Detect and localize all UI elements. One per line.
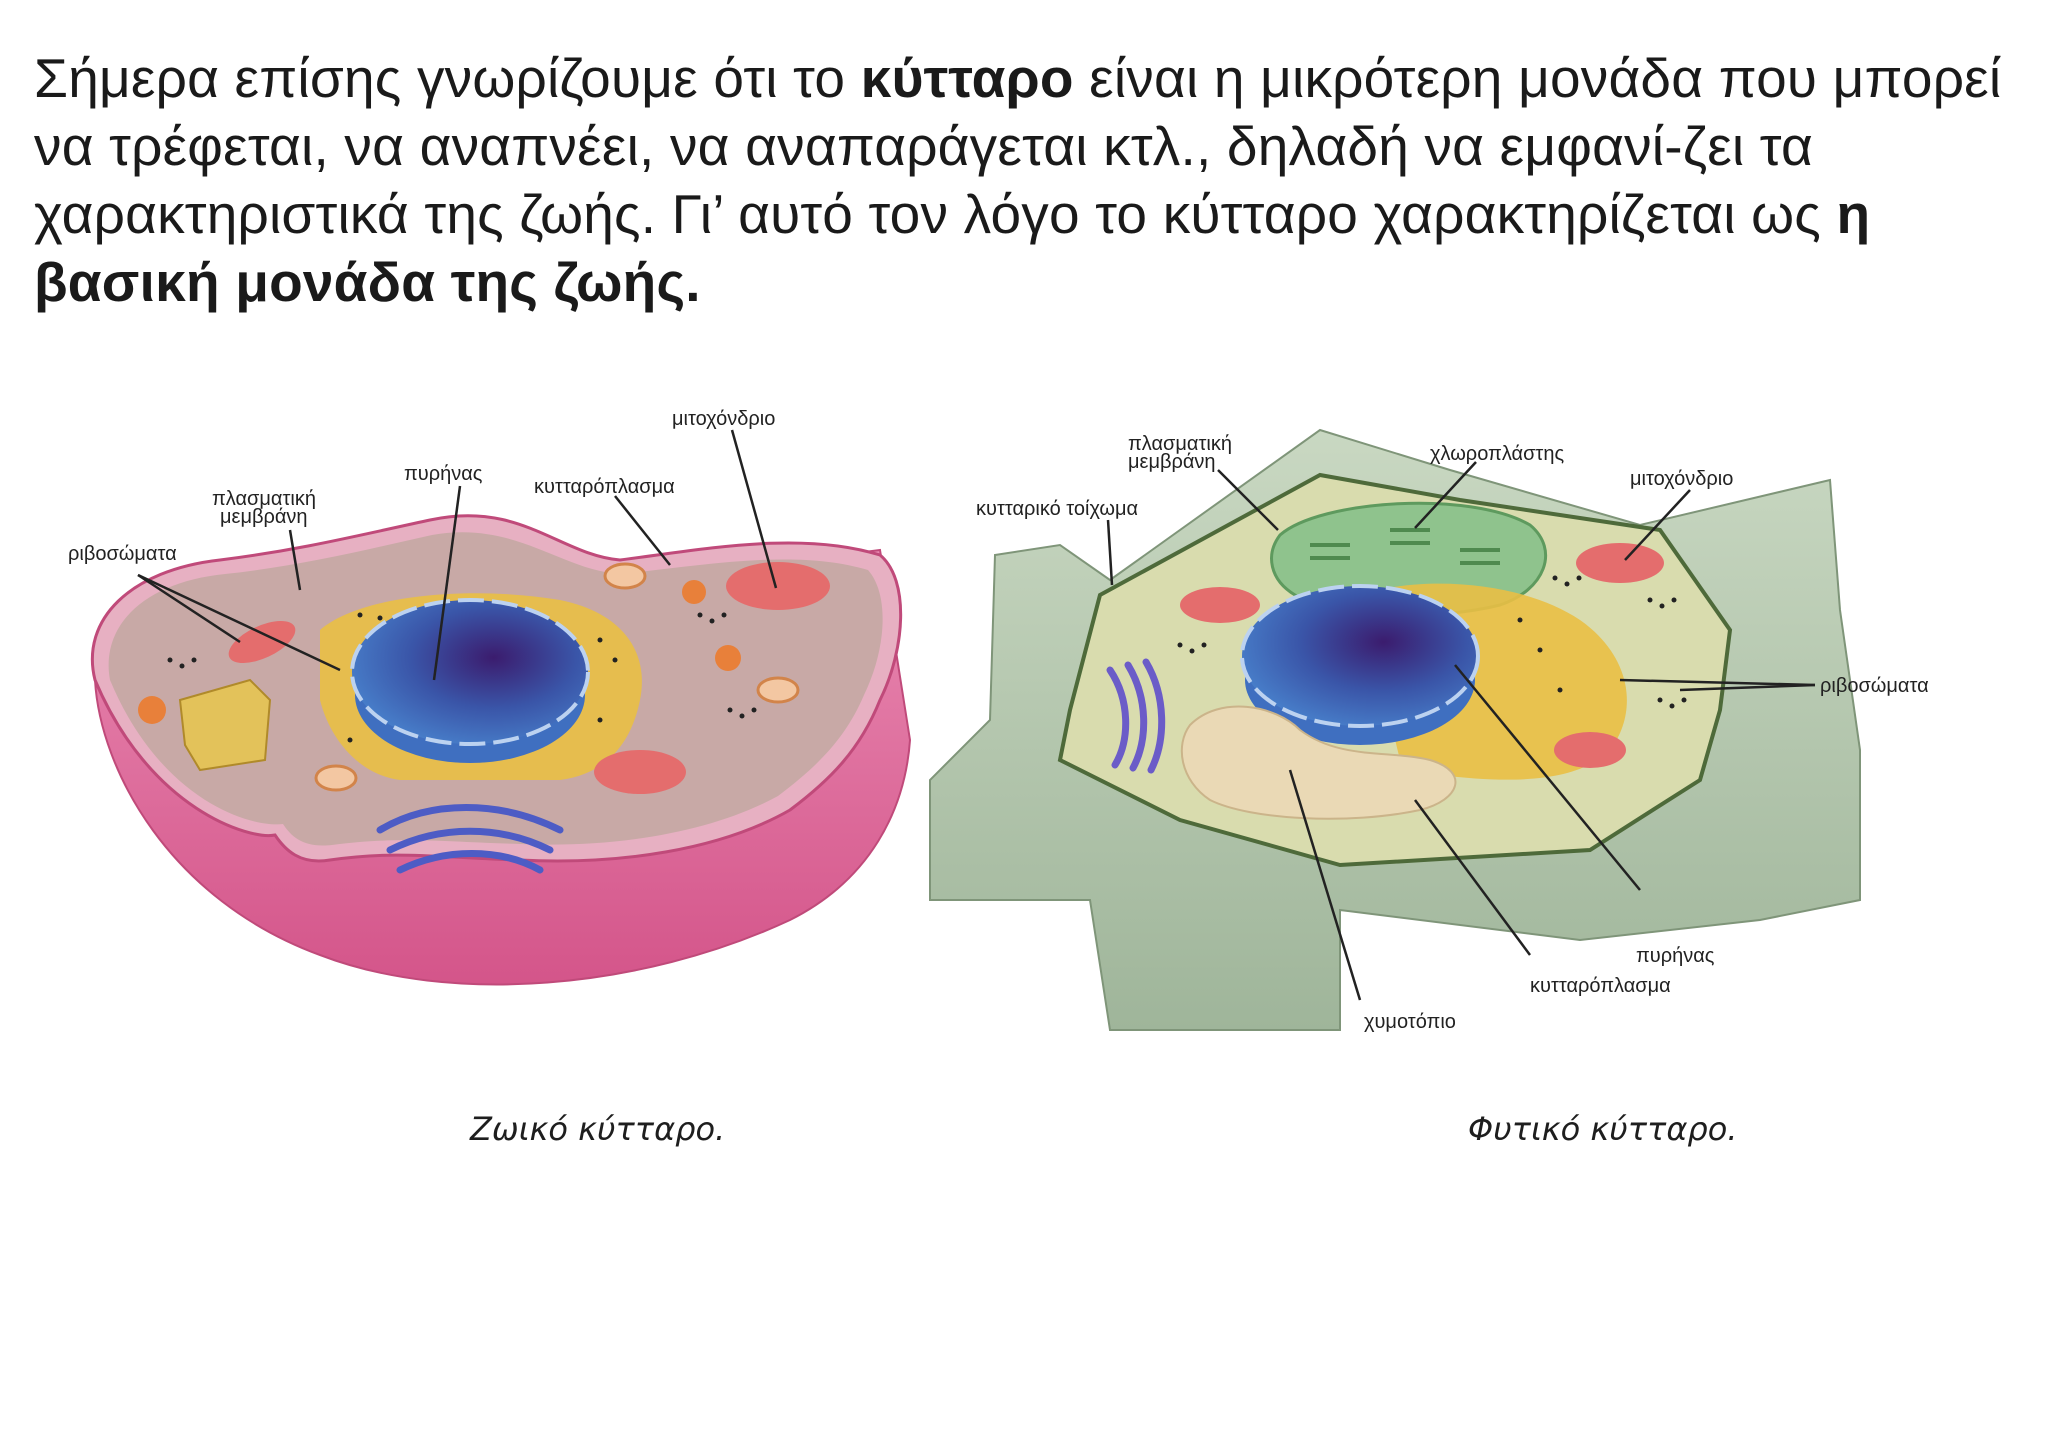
animal-label-mitochondrion: μιτοχόνδριο [672, 408, 775, 430]
animal-label-plasma-membrane-1: πλασματική [212, 488, 316, 510]
animal-label-plasma-membrane-2: μεμβράνη [220, 506, 308, 528]
plant-label-cytoplasm: κυτταρόπλασμα [1530, 975, 1671, 997]
plant-label-plasma-membrane-2: μεμβράνη [1128, 451, 1216, 473]
plant-cell-caption: Φυτικό κύτταρο. [1468, 1110, 1738, 1148]
plant-nucleus [1240, 584, 1480, 728]
animal-nucleus [350, 598, 590, 746]
plant-vacuole [1180, 705, 1457, 820]
animal-label-ribosomes: ριβοσώματα [68, 543, 177, 565]
plant-mitochondrion-3 [1554, 732, 1626, 768]
animal-vesicle-2 [756, 676, 800, 704]
plant-chloroplast-thylakoids [1310, 528, 1500, 565]
plant-label-mitochondrion: μιτοχόνδριο [1630, 468, 1733, 490]
animal-ribosomes [167, 612, 757, 743]
intro-text-1: Σήμερα επίσης γνωρίζουμε ότι το [34, 47, 861, 109]
plant-ribosomes [1177, 575, 1687, 709]
animal-cell-caption: Ζωικό κύτταρο. [470, 1110, 726, 1148]
plant-golgi [1106, 658, 1166, 774]
intro-bold-basic-unit: η βασική μονάδα της ζωής. [34, 183, 1871, 313]
animal-vesicle-1 [603, 562, 647, 590]
animal-cell: μιτοχόνδριο πυρήνας κυτταρόπλασμα πλασμα… [68, 408, 912, 986]
intro-paragraph: Σήμερα επίσης γνωρίζουμε ότι το κύτταρο … [34, 44, 2024, 316]
intro-bold-cell: κύτταρο [860, 47, 1074, 109]
plant-label-cell-wall: κυτταρικό τοίχωμα [976, 498, 1138, 520]
animal-leader-lines [137, 429, 778, 681]
animal-label-nucleus: πυρήνας [404, 463, 483, 485]
plant-label-chloroplast: χλωροπλάστης [1430, 443, 1564, 465]
plant-label-vacuole: χυμοτόπιο [1364, 1011, 1456, 1033]
intro-text-2: είναι η μικρότερη μονάδα που μπορεί να τ… [34, 47, 2002, 245]
animal-mitochondrion-3 [228, 620, 296, 664]
cells-figure: μιτοχόνδριο πυρήνας κυτταρόπλασμα πλασμα… [0, 380, 2048, 1200]
plant-mitochondrion-1 [1576, 543, 1664, 583]
animal-mitochondrion-2 [594, 750, 686, 794]
animal-label-cytoplasm: κυτταρόπλασμα [534, 476, 675, 498]
animal-lysosome-1 [138, 696, 166, 724]
plant-label-nucleus: πυρήνας [1636, 945, 1715, 967]
animal-centriole [178, 678, 272, 772]
plant-label-ribosomes: ριβοσώματα [1820, 675, 1929, 697]
plant-cell: πλασματική μεμβράνη χλωροπλάστης κυτταρι… [929, 428, 1929, 1033]
cells-illustration: μιτοχόνδριο πυρήνας κυτταρόπλασμα πλασμα… [68, 408, 1929, 1033]
animal-mitochondrion-1 [726, 562, 830, 610]
animal-lysosome-3 [682, 580, 706, 604]
animal-golgi [376, 804, 564, 874]
animal-vesicle-3 [314, 764, 358, 792]
plant-label-plasma-membrane-1: πλασματική [1128, 433, 1232, 455]
animal-lysosome-2 [715, 645, 741, 671]
plant-mitochondrion-2 [1180, 587, 1260, 623]
plant-leader-lines [1106, 461, 1816, 1001]
